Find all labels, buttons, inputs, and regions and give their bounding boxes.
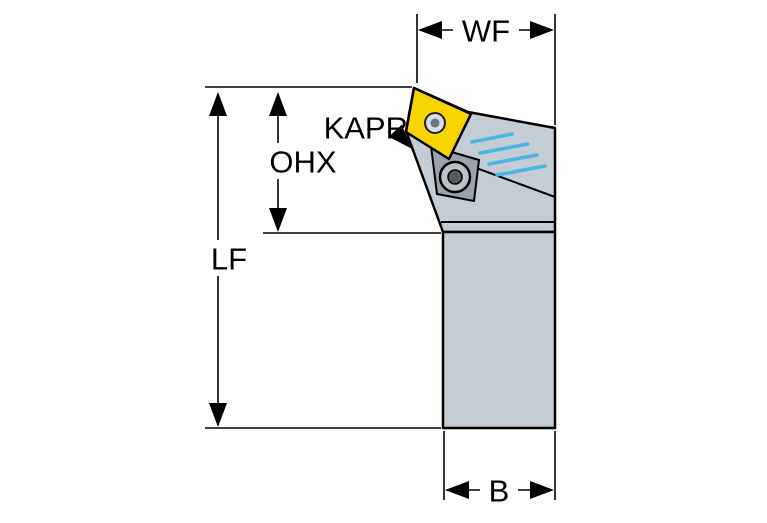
wf-label-bg <box>453 13 519 47</box>
clamp-screw-center <box>447 169 463 185</box>
tool-shank <box>441 230 557 430</box>
hatch-marks <box>470 132 547 177</box>
ohx-label-bg <box>260 143 346 179</box>
hatch-line <box>487 153 539 166</box>
lf-label-bg <box>203 240 255 276</box>
wf-label: WF <box>462 14 510 49</box>
hatch-line <box>495 164 547 177</box>
b-label-bg <box>480 473 518 507</box>
insert-hole-center <box>430 118 440 128</box>
b-label: B <box>489 474 510 509</box>
hatch-line <box>470 132 514 144</box>
kapr-label: KAPR <box>324 111 408 146</box>
lf-label: LF <box>211 242 247 277</box>
ohx-label: OHX <box>269 145 337 180</box>
kapr-leader-arrow <box>388 124 412 149</box>
hatch-line <box>478 142 530 155</box>
